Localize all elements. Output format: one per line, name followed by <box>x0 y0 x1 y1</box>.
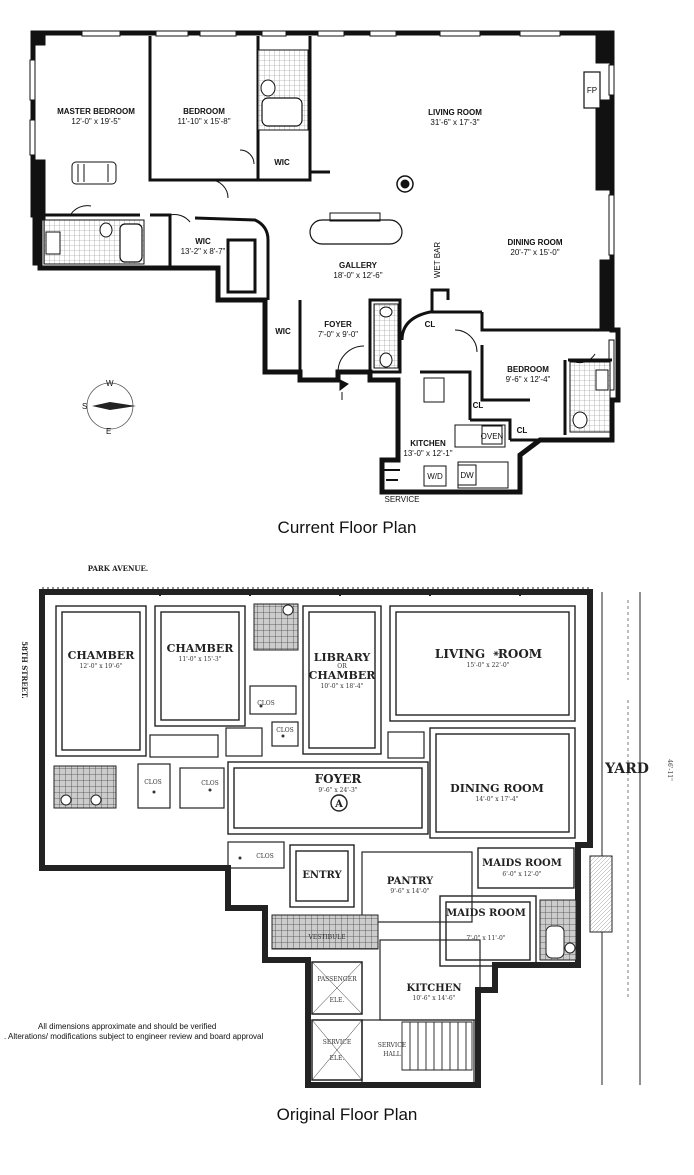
yard-dim: 46'-11" <box>666 759 673 781</box>
room-chamber-2-dim: 11'-0" x 15'-3" <box>179 656 222 663</box>
closet-3-label: CL <box>517 426 528 435</box>
wall-pier <box>599 259 615 331</box>
wet-bar-label: WET BAR <box>433 242 442 279</box>
room-gallery-dim: 18'-0" x 12'-6" <box>333 271 382 280</box>
current-floor-plan <box>29 30 621 495</box>
room-foyer-label: FOYER <box>324 320 352 329</box>
service-hall-label: SERVICE <box>378 1042 406 1049</box>
closet-5-label: CLOS <box>256 853 274 860</box>
service-ele-label: SERVICE <box>323 1039 351 1046</box>
room-bedroom-label: BEDROOM <box>183 107 225 116</box>
room-library-label: LIBRARY <box>314 651 371 664</box>
room-master-bedroom-dim: 12'-0" x 19'-5" <box>71 117 120 126</box>
disclaimer-note: All dimensions approximate and should be… <box>4 1022 263 1042</box>
room-maids-2-label: MAIDS ROOM <box>446 908 526 919</box>
wall-pier <box>32 32 46 46</box>
compass-south: E <box>106 427 111 436</box>
vestibule-label: VESTIBULE <box>307 934 345 941</box>
room-kitchen-dim: 13'-0" x 12'-1" <box>403 449 452 458</box>
room-dining-label: DINING ROOM <box>450 782 544 795</box>
room-bedroom-2-label: BEDROOM <box>507 365 549 374</box>
room-living-dim: 15'-0" x 22'-0" <box>467 662 510 669</box>
room-gallery-label: GALLERY <box>339 261 378 270</box>
room-bedroom-dim: 11'-10" x 15'-8" <box>177 117 230 126</box>
dishwasher-label: DW <box>460 471 474 480</box>
disclaimer-line-1: All dimensions approximate and should be… <box>38 1022 217 1031</box>
wall-pier <box>32 159 46 221</box>
compass-north: W <box>106 379 114 388</box>
windows-top <box>29 30 615 391</box>
closet-3-label: CLOS <box>144 779 162 786</box>
room-living-label: LIVING <box>435 647 485 661</box>
service-label: SERVICE <box>385 495 420 504</box>
room-chamber-1-dim: 12'-0" x 19'-6" <box>80 663 123 670</box>
room-chamber-1-label: CHAMBER <box>68 649 136 662</box>
room-wic-2-label: WIC <box>195 237 211 246</box>
room-foyer-dim: 9'-6" x 24'-3" <box>318 787 357 794</box>
room-dining-dim: 14'-0" x 17'-4" <box>476 796 519 803</box>
room-library-dim: 10'-0" x 18'-4" <box>321 683 364 690</box>
room-entry-label: ENTRY <box>302 870 342 881</box>
room-foyer-dim: 7'-0" x 9'-0" <box>318 330 358 339</box>
closet-1-label: CLOS <box>257 700 275 707</box>
current-outer-wall <box>30 30 621 495</box>
room-library-or: OR <box>337 663 347 670</box>
washer-dryer-label: W/D <box>427 472 443 481</box>
room-chamber-2-label: CHAMBER <box>167 642 235 655</box>
wall-pier <box>595 32 615 64</box>
yard-label: YARD <box>604 761 649 777</box>
room-kitchen-dim: 10'-6" x 14'-6" <box>413 995 456 1002</box>
street-park-avenue: PARK AVENUE. <box>88 564 149 573</box>
room-maids-2-dim: 7'-0" x 11'-0" <box>466 935 505 942</box>
disclaimer-line-2: . Alterations/ modifications subject to … <box>4 1032 264 1041</box>
room-kitchen-label: KITCHEN <box>407 983 462 994</box>
room-living-label: LIVING ROOM <box>428 108 482 117</box>
room-wic-2-dim: 13'-2" x 8'-7" <box>181 247 226 256</box>
room-maids-1-label: MAIDS ROOM <box>482 858 562 869</box>
closet-4-label: CLOS <box>201 780 219 787</box>
compass-west: S <box>82 402 87 411</box>
room-wic-3-label: WIC <box>275 327 291 336</box>
passenger-ele-label: PASSENGER <box>317 976 357 983</box>
room-master-bedroom-label: MASTER BEDROOM <box>57 107 135 116</box>
oven-label: OVEN <box>481 432 504 441</box>
room-bedroom-2-dim: 9'-6" x 12'-4" <box>506 375 551 384</box>
original-plan-caption: Original Floor Plan <box>276 1105 418 1124</box>
current-plan-caption: Current Floor Plan <box>277 518 417 537</box>
room-dining-dim: 20'-7" x 15'-0" <box>510 248 559 257</box>
service-hall-label-2: HALL <box>383 1051 401 1058</box>
room-pantry-label: PANTRY <box>387 876 434 887</box>
closet-2-label: CL <box>473 401 484 410</box>
room-kitchen-label: KITCHEN <box>410 439 446 448</box>
wall-pier <box>32 214 42 266</box>
service-ele-label-2: ELE. <box>330 1055 345 1062</box>
room-living-dim: 31'-6" x 17'-3" <box>430 118 479 127</box>
room-wic-top-label: WIC <box>274 158 290 167</box>
room-foyer-mark: A <box>334 799 343 810</box>
room-maids-1-dim: 6'-0" x 12'-0" <box>502 871 541 878</box>
room-pantry-dim: 9'-6" x 14'-0" <box>390 888 429 895</box>
room-living-room-label: ROOM <box>498 647 542 661</box>
closet-1-label: CL <box>425 320 436 329</box>
room-dining-label: DINING ROOM <box>507 238 562 247</box>
original-floor-plan <box>39 587 641 1088</box>
passenger-ele-label-2: ELE. <box>330 997 345 1004</box>
compass-icon: W E S <box>82 379 136 436</box>
closet-2-label: CLOS <box>276 727 294 734</box>
room-library-chamber-label: CHAMBER <box>309 669 377 682</box>
fireplace-label: FP <box>587 86 597 95</box>
wall-pier <box>595 99 615 191</box>
street-58th: 58TH STREET. <box>20 641 29 699</box>
room-foyer-label: FOYER <box>315 772 363 786</box>
room-living-mark: ✳ <box>493 649 499 658</box>
